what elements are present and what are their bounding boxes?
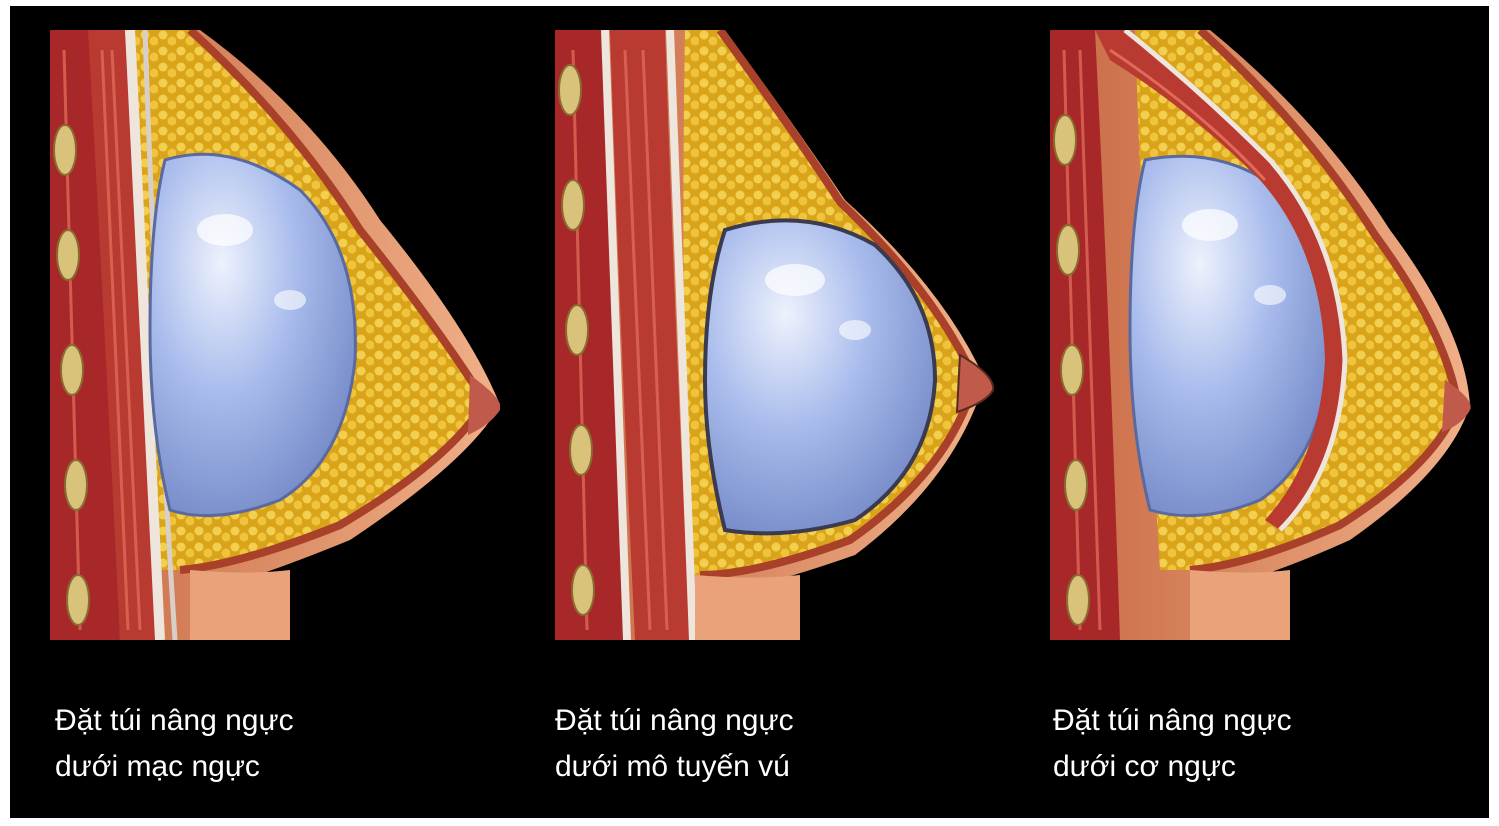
caption-subfascial-line1: Đặt túi nâng ngực	[55, 698, 455, 744]
caption-subglandular-line1: Đặt túi nâng ngực	[555, 698, 955, 744]
breast-cross-section-subglandular	[555, 30, 1005, 640]
caption-subfascial-line2: dưới mạc ngực	[55, 744, 455, 790]
illustration-subglandular	[555, 30, 1005, 640]
caption-submuscular-line2: dưới cơ ngực	[1053, 744, 1453, 790]
illustration-submuscular	[1050, 30, 1499, 640]
caption-subglandular: Đặt túi nâng ngực dưới mô tuyến vú	[555, 698, 955, 790]
caption-submuscular: Đặt túi nâng ngực dưới cơ ngực	[1053, 698, 1453, 790]
caption-submuscular-line1: Đặt túi nâng ngực	[1053, 698, 1453, 744]
breast-cross-section-subfascial	[50, 30, 500, 640]
caption-subfascial: Đặt túi nâng ngực dưới mạc ngực	[55, 698, 455, 790]
illustration-subfascial	[50, 30, 500, 640]
caption-subglandular-line2: dưới mô tuyến vú	[555, 744, 955, 790]
breast-cross-section-submuscular	[1050, 30, 1499, 640]
